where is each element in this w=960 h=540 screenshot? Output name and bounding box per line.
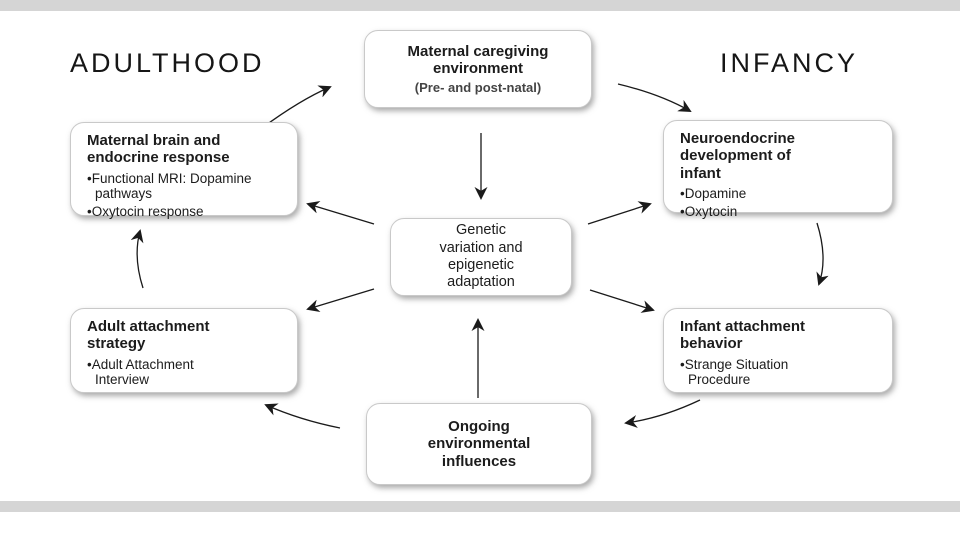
box-neuroendocrine-development: Neuroendocrine development of infant •Do… xyxy=(663,120,893,219)
bullet-item: •Strange Situation Procedure xyxy=(680,356,789,388)
bullet-item: •Oxytocin xyxy=(680,203,738,219)
box-maternal-brain-endocrine-response: Maternal brain and endocrine response •F… xyxy=(70,122,298,219)
label-infancy: INFANCY xyxy=(720,48,859,78)
box-ongoing-environmental-influences: Ongoing environmental influences xyxy=(366,403,592,485)
arrow-genetic-to-neuroendocrine xyxy=(587,201,652,225)
box-title: Ongoing environmental influences xyxy=(427,417,531,470)
bullet-item: •Functional MRI: Dopamine pathways xyxy=(87,170,252,202)
box-adult-attachment-strategy: Adult attachment strategy •Adult Attachm… xyxy=(70,308,298,393)
box-title: Adult attachment strategy xyxy=(87,318,210,353)
slide-edge-bottom xyxy=(0,501,960,512)
box-title: Genetic variation and epigenetic adaptat… xyxy=(439,222,523,291)
box-title: Maternal brain and endocrine response xyxy=(87,132,230,167)
box-genetic-variation: Genetic variation and epigenetic adaptat… xyxy=(390,218,572,296)
bullet-item: •Oxytocin response xyxy=(87,204,204,220)
arrow-ongoing-to-adult-attachment xyxy=(264,403,341,429)
label-adulthood: ADULTHOOD xyxy=(70,48,265,78)
arrow-caregiving-to-neuroendocrine xyxy=(617,83,692,112)
box-infant-attachment-behavior: Infant attachment behavior •Strange Situ… xyxy=(663,308,893,393)
box-title: Maternal caregiving environment xyxy=(407,42,549,77)
arrow-neuroendocrine-to-infant-attachment xyxy=(816,222,829,286)
bullet-item: •Dopamine xyxy=(680,186,747,202)
box-maternal-caregiving-environment: Maternal caregiving environment (Pre- an… xyxy=(364,30,592,108)
arrow-infant-attachment-to-ongoing xyxy=(624,399,701,428)
box-title: Infant attachment behavior xyxy=(680,318,806,353)
box-subtitle: (Pre- and post-natal) xyxy=(414,80,542,96)
arrow-genetic-to-maternal-brain xyxy=(306,200,375,225)
arrow-genetic-to-infant-attachment xyxy=(589,289,655,313)
slide-edge-top xyxy=(0,0,960,11)
bullet-item: •Adult Attachment Interview xyxy=(87,356,194,388)
box-title: Neuroendocrine development of infant xyxy=(680,130,796,182)
arrow-genetic-to-adult-attachment xyxy=(306,288,375,313)
arrow-adult-attachment-to-maternal-brain xyxy=(130,229,144,289)
